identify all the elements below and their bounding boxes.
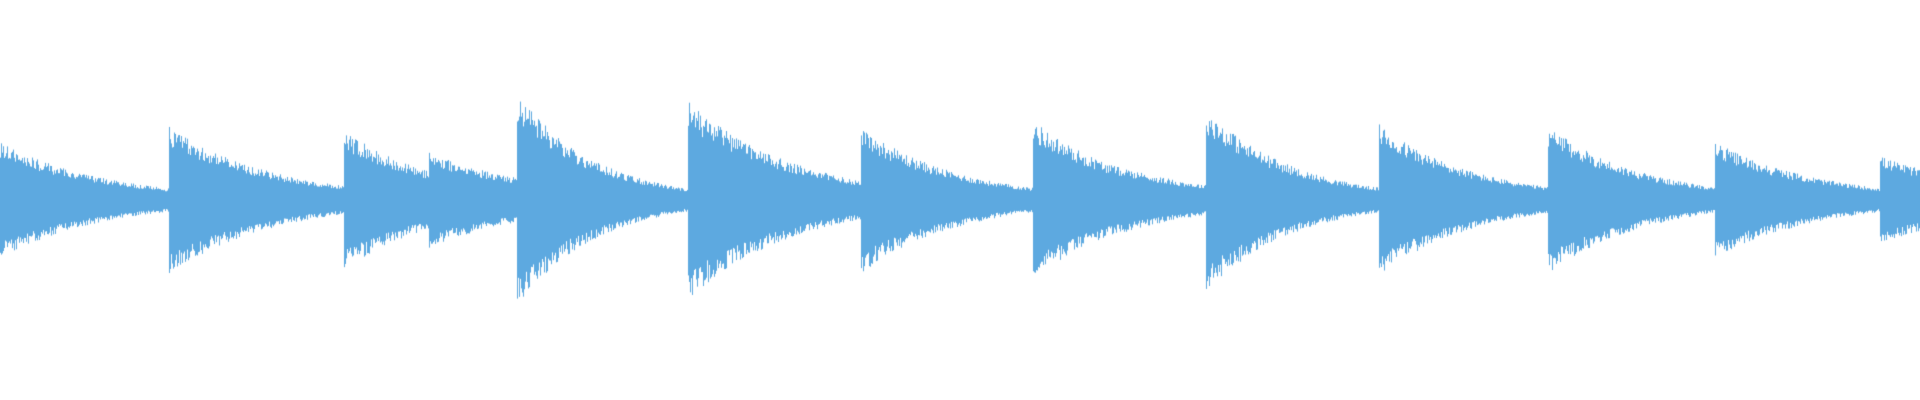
- audio-waveform: [0, 0, 1920, 400]
